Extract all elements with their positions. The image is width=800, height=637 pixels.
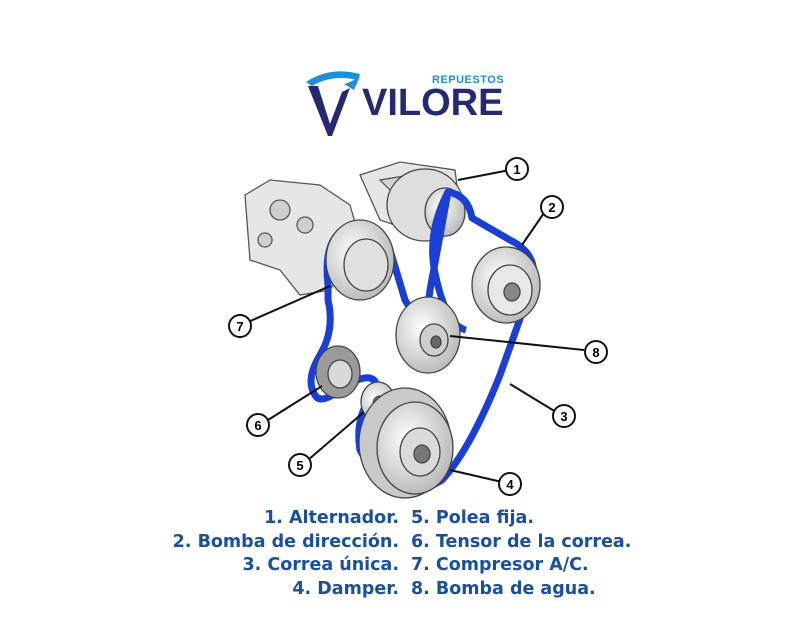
callout-1: 1 bbox=[457, 157, 529, 181]
ac-compressor-pulley bbox=[325, 219, 395, 301]
callout-label-7: 7 bbox=[236, 319, 243, 334]
callout-4: 4 bbox=[449, 469, 522, 496]
logo-tagline: REPUESTOS bbox=[432, 74, 505, 86]
logo-wordmark: VILORE bbox=[362, 82, 504, 124]
power-steering-pulley bbox=[471, 246, 541, 324]
callout-8: 8 bbox=[449, 335, 608, 364]
callout-label-2: 2 bbox=[548, 200, 555, 215]
callout-label-3: 3 bbox=[560, 409, 567, 424]
legend-item-4: 4. Damper. bbox=[292, 578, 399, 599]
water-pump-pulley bbox=[395, 296, 461, 374]
serpentine-belt-diagram: 1 2 3 4 5 6 7 8 bbox=[228, 157, 608, 499]
legend-column-right: 5. Polea fija. 6. Tensor de la correa. 7… bbox=[411, 507, 631, 601]
shield-logo-icon bbox=[306, 71, 360, 136]
callout-7: 7 bbox=[228, 285, 331, 338]
legend-item-1: 1. Alternador. bbox=[264, 508, 399, 528]
vilore-logo: REPUESTOS VILORE bbox=[300, 62, 510, 142]
legend-item-8: 8. Bomba de agua. bbox=[411, 578, 596, 599]
callout-label-6: 6 bbox=[254, 418, 261, 433]
callout-6: 6 bbox=[246, 385, 323, 437]
callout-label-5: 5 bbox=[296, 458, 303, 473]
callout-5: 5 bbox=[288, 411, 365, 477]
legend-column-left: 1. Alternador. 2. Bomba de dirección. 3.… bbox=[173, 507, 399, 601]
callout-label-4: 4 bbox=[506, 477, 514, 492]
callout-label-8: 8 bbox=[592, 345, 599, 360]
belt-tensioner bbox=[315, 345, 361, 399]
callout-3: 3 bbox=[509, 383, 576, 428]
legend-item-6: 6. Tensor de la correa. bbox=[411, 531, 632, 552]
crankshaft-damper bbox=[358, 387, 454, 499]
legend-item-2: 2. Bomba de dirección. bbox=[172, 531, 399, 552]
legend-item-3: 3. Correa única. bbox=[242, 555, 399, 575]
legend-item-5: 5. Polea fija. bbox=[411, 508, 534, 528]
callout-label-1: 1 bbox=[513, 162, 520, 177]
legend-item-7: 7. Compresor A/C. bbox=[411, 555, 589, 575]
callout-2: 2 bbox=[521, 195, 564, 246]
